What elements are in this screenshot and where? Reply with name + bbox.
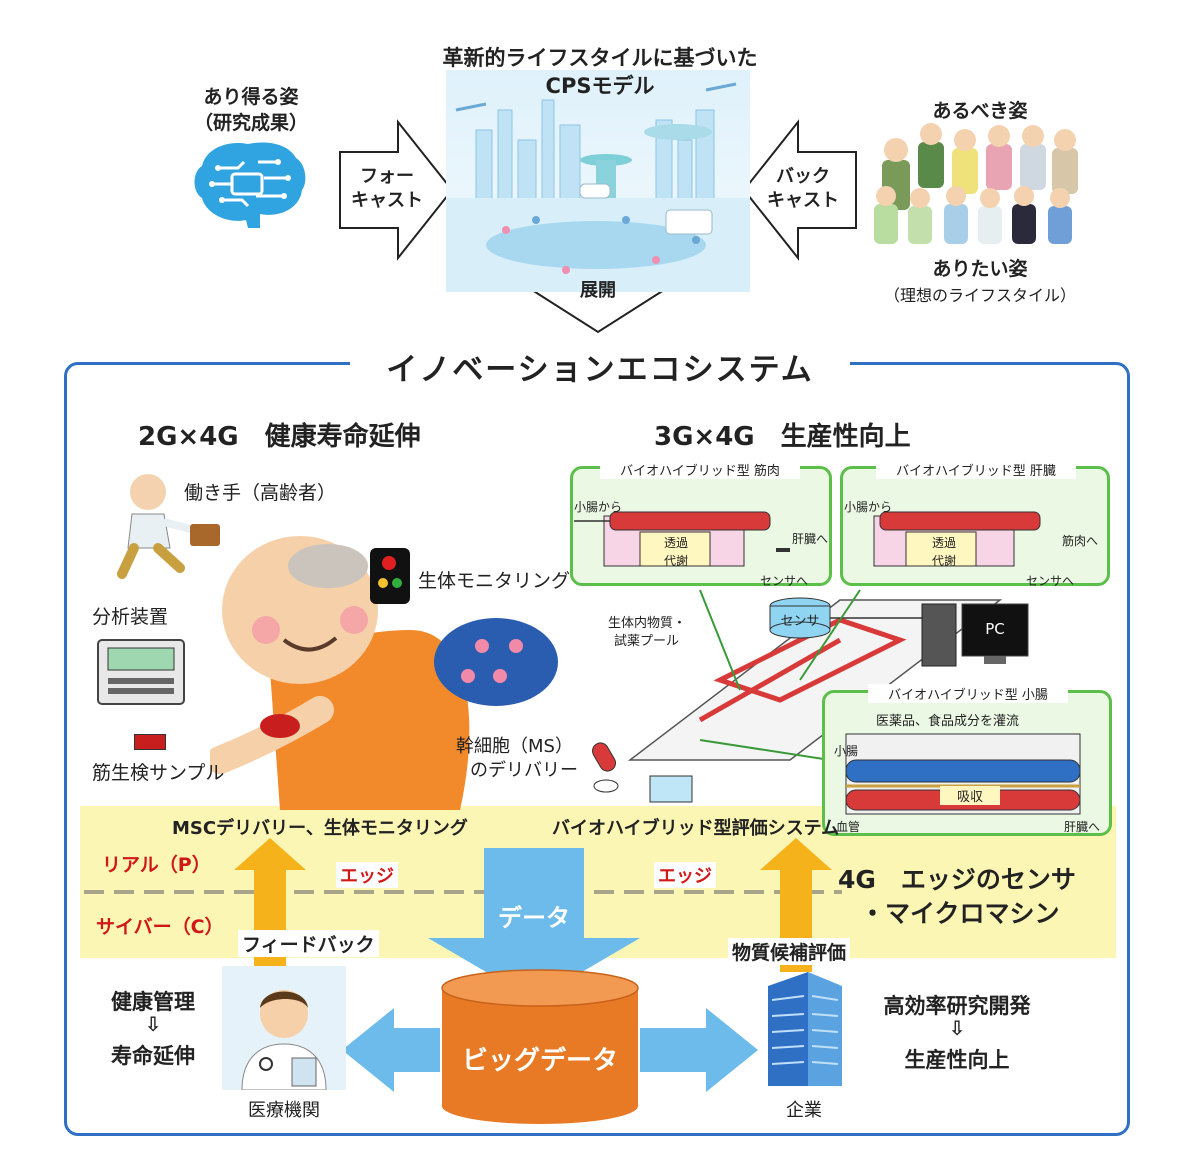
big-data-label: ビッグデータ	[442, 1040, 638, 1077]
doctor-icon	[222, 966, 346, 1090]
down-arrow-icon-left: ⇩	[88, 1012, 218, 1036]
medical-institution-label: 医療機関	[222, 1096, 346, 1122]
data-label: データ	[484, 898, 584, 933]
feedback-label: フィードバック	[238, 930, 379, 957]
company-label: 企業	[758, 1096, 850, 1122]
company-building-icon	[758, 966, 850, 1090]
candidate-eval-label: 物質候補評価	[728, 938, 850, 965]
longevity-label: 寿命延伸	[88, 1040, 218, 1070]
productivity-label: 生産性向上	[862, 1044, 1052, 1074]
down-arrow-icon-right: ⇩	[862, 1016, 1052, 1040]
